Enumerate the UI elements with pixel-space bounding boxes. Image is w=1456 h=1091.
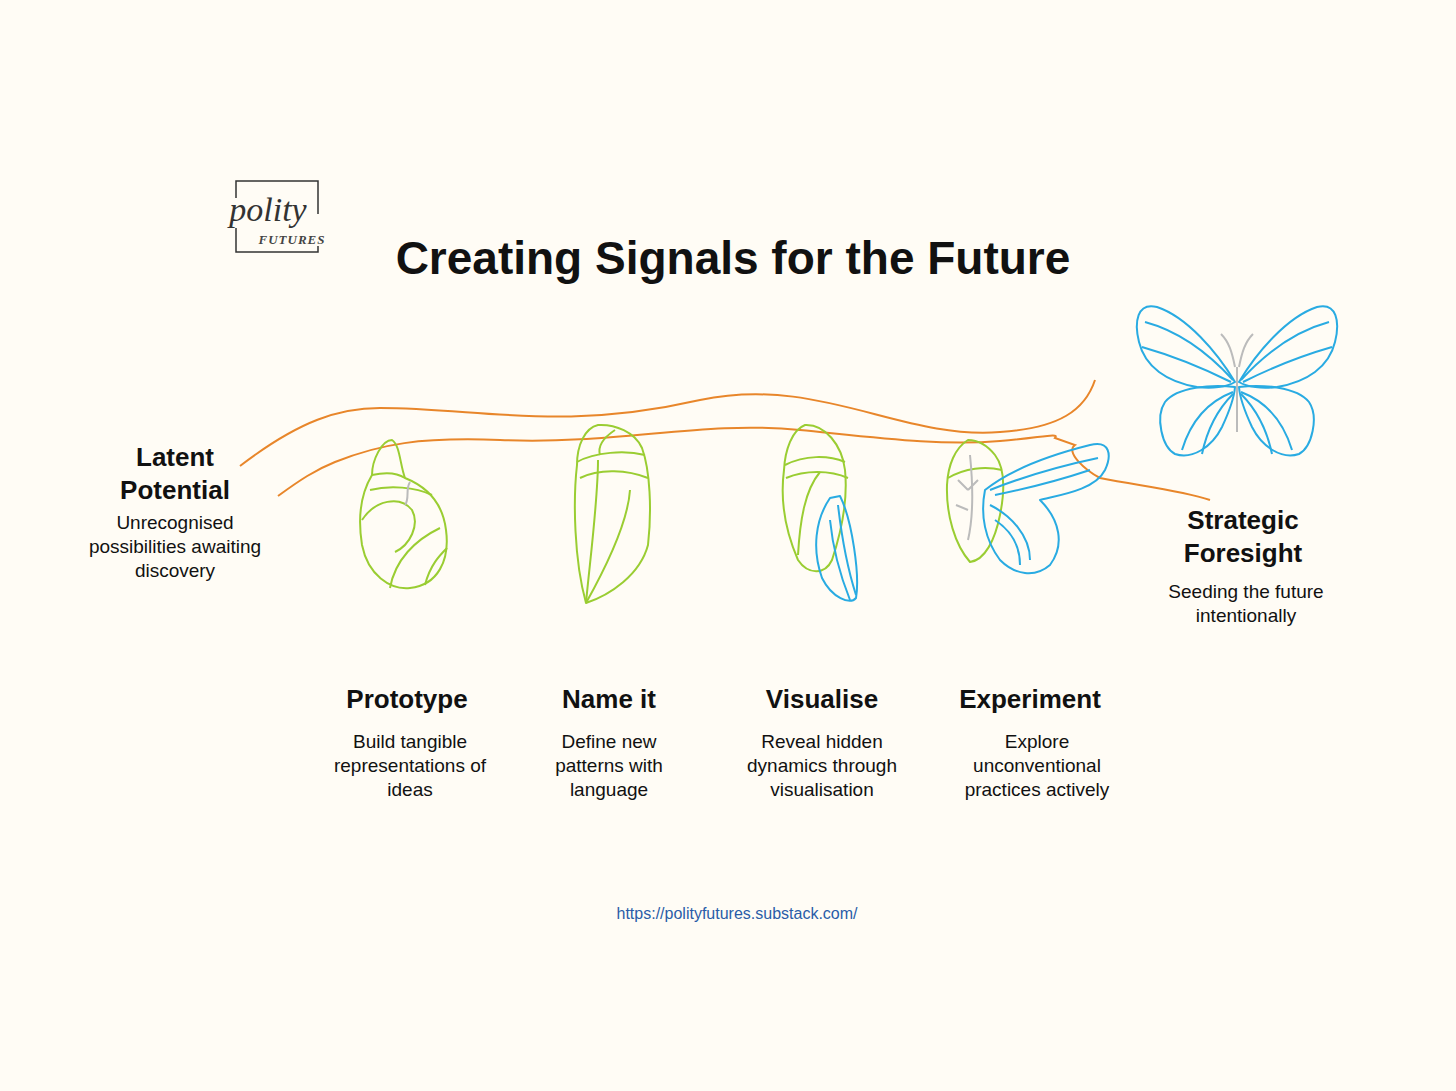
stage-heading: Name it [519, 683, 699, 716]
butterfly [1137, 306, 1337, 455]
stage-heading: Experiment [930, 683, 1130, 716]
stage-description: Define new patterns with language [543, 730, 675, 802]
stage-description: Build tangible representations of ideas [320, 730, 500, 802]
stage-heading: Strategic Foresight [1168, 504, 1318, 570]
chrysalis [360, 425, 1003, 603]
stage-description: Explore unconventional practices activel… [952, 730, 1122, 802]
logo-word: polity [213, 190, 323, 230]
branch [240, 380, 1210, 500]
logo-word: FUTURES [247, 232, 337, 248]
stage-description: Unrecognised possibilities awaiting disc… [73, 511, 278, 583]
stage-heading: Latent Potential [110, 441, 240, 507]
stage-heading: Visualise [732, 683, 912, 716]
stage-description: Reveal hidden dynamics through visualisa… [735, 730, 910, 802]
diagram-title: Creating Signals for the Future [333, 230, 1133, 286]
emerging-butterfly [983, 444, 1109, 573]
stage-description: Seeding the future intentionally [1156, 580, 1336, 628]
source-url: https://polityfutures.substack.com/ [537, 904, 937, 924]
stage-heading: Prototype [307, 683, 507, 716]
